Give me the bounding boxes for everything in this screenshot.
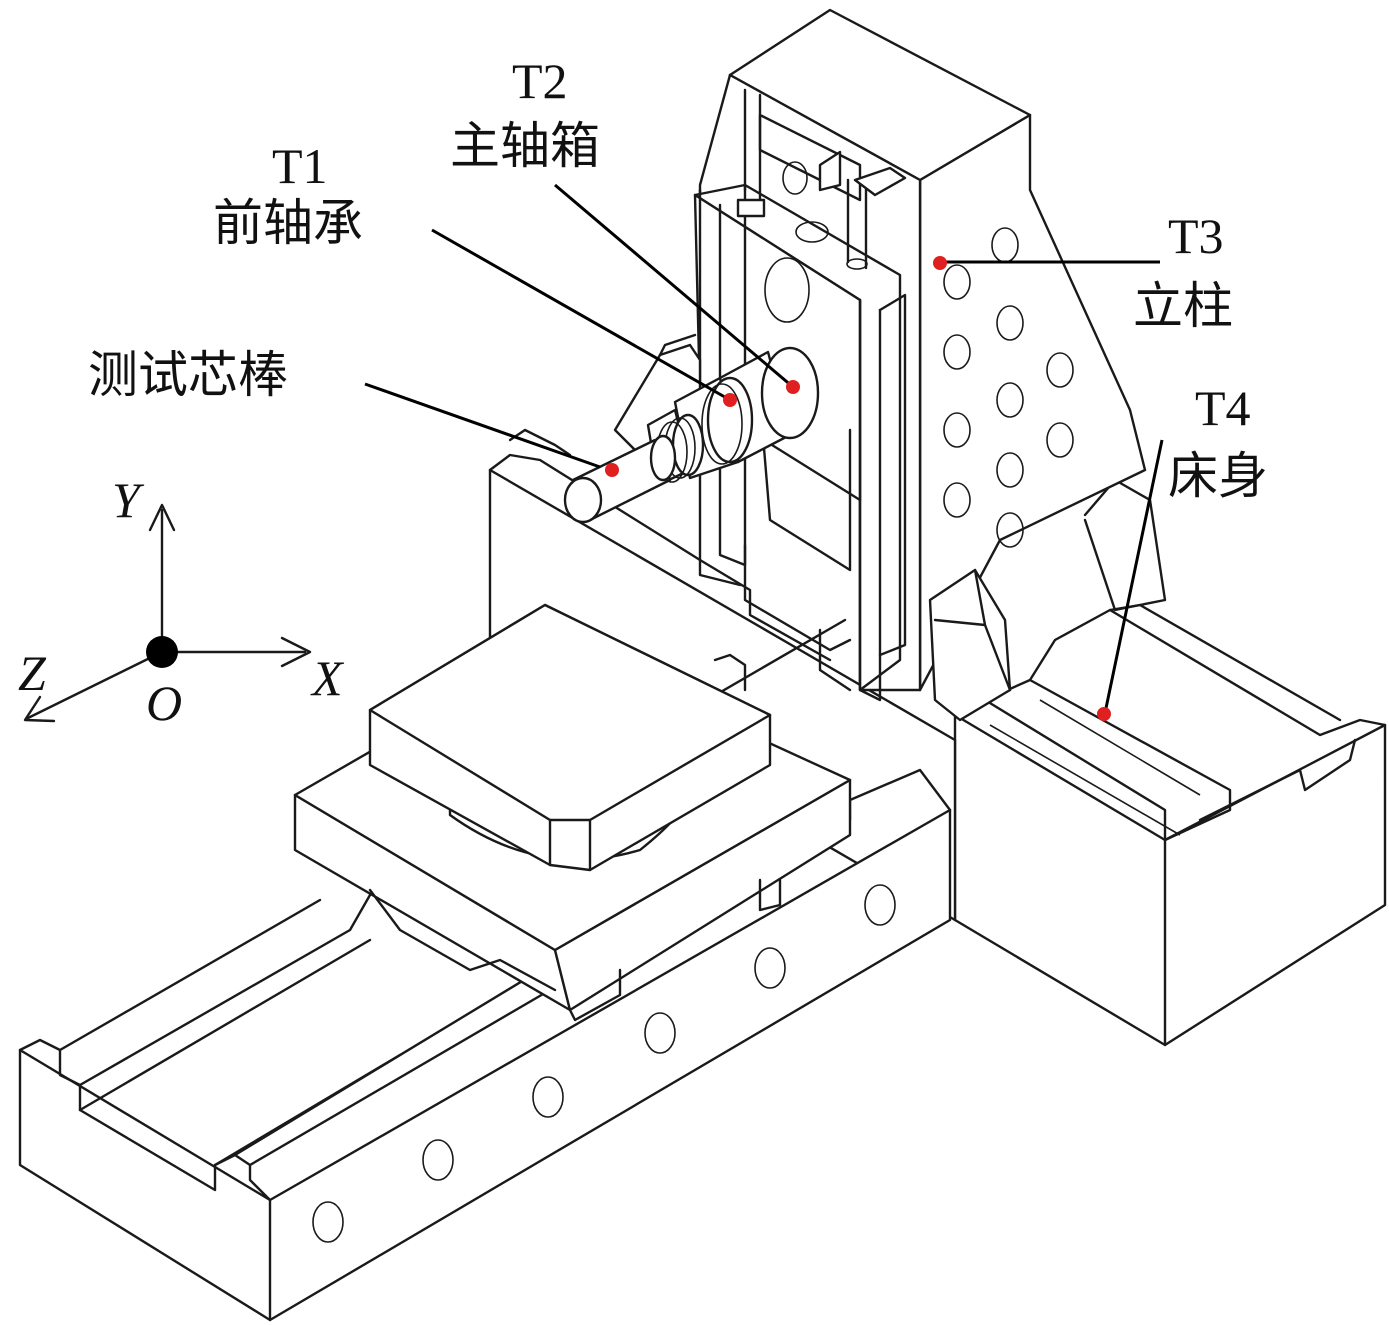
- headstock: [693, 73, 922, 702]
- x-axis-label: X: [310, 650, 345, 706]
- leader-test-mandrel: [364, 382, 601, 469]
- column: [728, 8, 1147, 722]
- leader-t1: [431, 228, 731, 402]
- measurement-points: [605, 256, 1111, 721]
- point-t1: [723, 393, 737, 407]
- t4-name-label: 床身: [1168, 448, 1268, 504]
- leader-t4: [1103, 439, 1164, 714]
- bed-front: [18, 618, 952, 1322]
- x-axis-arrow: [280, 636, 312, 668]
- y-axis-label: Y: [112, 472, 145, 528]
- point-t3: [933, 256, 947, 270]
- t2-name-label: 主轴箱: [450, 118, 600, 174]
- origin-label: O: [146, 675, 182, 731]
- coordinate-axes: Y X Z O: [18, 472, 345, 731]
- point-t2: [786, 380, 800, 394]
- point-test-mandrel: [605, 463, 619, 477]
- z-axis-arrow: [23, 695, 56, 723]
- point-t4: [1097, 707, 1111, 721]
- spindle-assembly: [508, 333, 820, 524]
- column-holes: [943, 227, 1074, 548]
- bed-front-holes: [312, 884, 896, 1243]
- t4-code-label: T4: [1195, 380, 1251, 436]
- origin-dot: [146, 636, 178, 668]
- test-mandrel-label: 测试芯棒: [88, 347, 288, 403]
- labels: T1 前轴承 T2 主轴箱 T3 立柱 T4 床身 测试芯棒: [88, 53, 1268, 504]
- leader-t2: [554, 183, 794, 389]
- t2-code-label: T2: [512, 53, 568, 109]
- bed-right: [953, 478, 1387, 1047]
- t3-code-label: T3: [1168, 208, 1224, 264]
- t1-name-label: 前轴承: [213, 195, 363, 251]
- z-axis-line: [26, 650, 164, 720]
- test-mandrel: [563, 434, 677, 524]
- worktable: [293, 603, 852, 1022]
- leader-lines: [364, 183, 1164, 714]
- z-axis-label: Z: [18, 645, 47, 701]
- t3-name-label: 立柱: [1133, 278, 1233, 334]
- y-axis-arrow: [148, 503, 176, 532]
- t1-code-label: T1: [272, 138, 328, 194]
